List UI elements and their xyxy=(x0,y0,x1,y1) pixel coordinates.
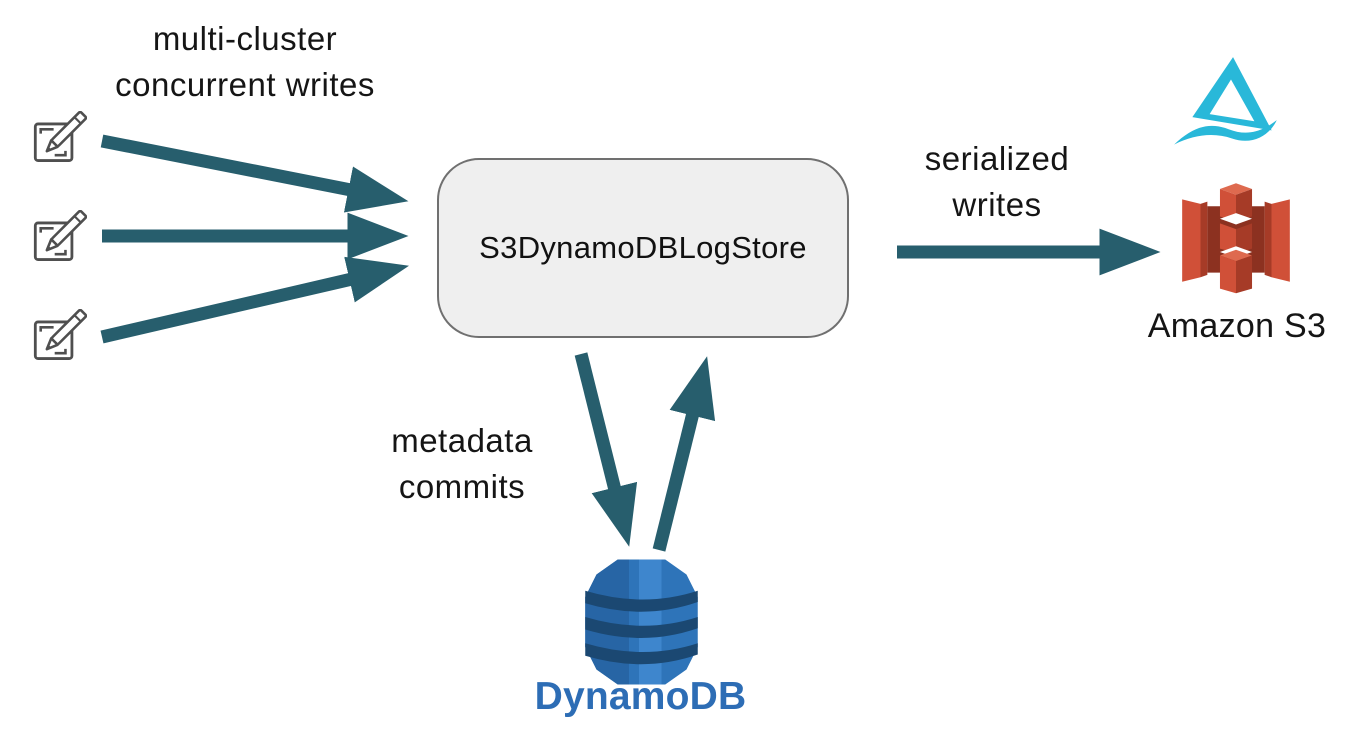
dynamodb-label: DynamoDB xyxy=(533,674,748,720)
write-icon xyxy=(33,309,87,360)
arrow-logstore-to-dynamodb xyxy=(574,352,638,547)
serialized-writes-label-line1: serialized xyxy=(924,140,1070,177)
multi-cluster-writes-label-line1: multi-cluster xyxy=(152,20,338,57)
multi-cluster-writes-label-line2: concurrent writes xyxy=(115,66,375,103)
arrow-writer1-to-logstore xyxy=(100,134,409,213)
amazon-s3-label: Amazon S3 xyxy=(1137,303,1337,349)
dynamodb-label-text: DynamoDB xyxy=(534,675,747,718)
serialized-writes-label: serialized writes xyxy=(897,136,1097,228)
arrow-dynamodb-to-logstore xyxy=(652,356,716,552)
delta-lake-icon xyxy=(1174,57,1277,145)
serialized-writes-label-line2: writes xyxy=(952,186,1042,223)
arrow-writer3-to-logstore xyxy=(100,256,409,344)
write-icon xyxy=(33,210,87,261)
write-icon xyxy=(33,111,87,162)
amazon-s3-icon xyxy=(1182,183,1290,294)
dynamodb-icon xyxy=(585,559,698,685)
multi-cluster-writes-label: multi-cluster concurrent writes xyxy=(85,16,405,108)
metadata-commits-label: metadata commits xyxy=(362,418,562,510)
amazon-s3-label-text: Amazon S3 xyxy=(1147,307,1327,345)
metadata-commits-label-line2: commits xyxy=(398,468,526,505)
metadata-commits-label-line1: metadata xyxy=(391,422,533,459)
logstore-box: S3DynamoDBLogStore xyxy=(437,158,849,338)
logstore-box-label: S3DynamoDBLogStore xyxy=(479,230,807,265)
